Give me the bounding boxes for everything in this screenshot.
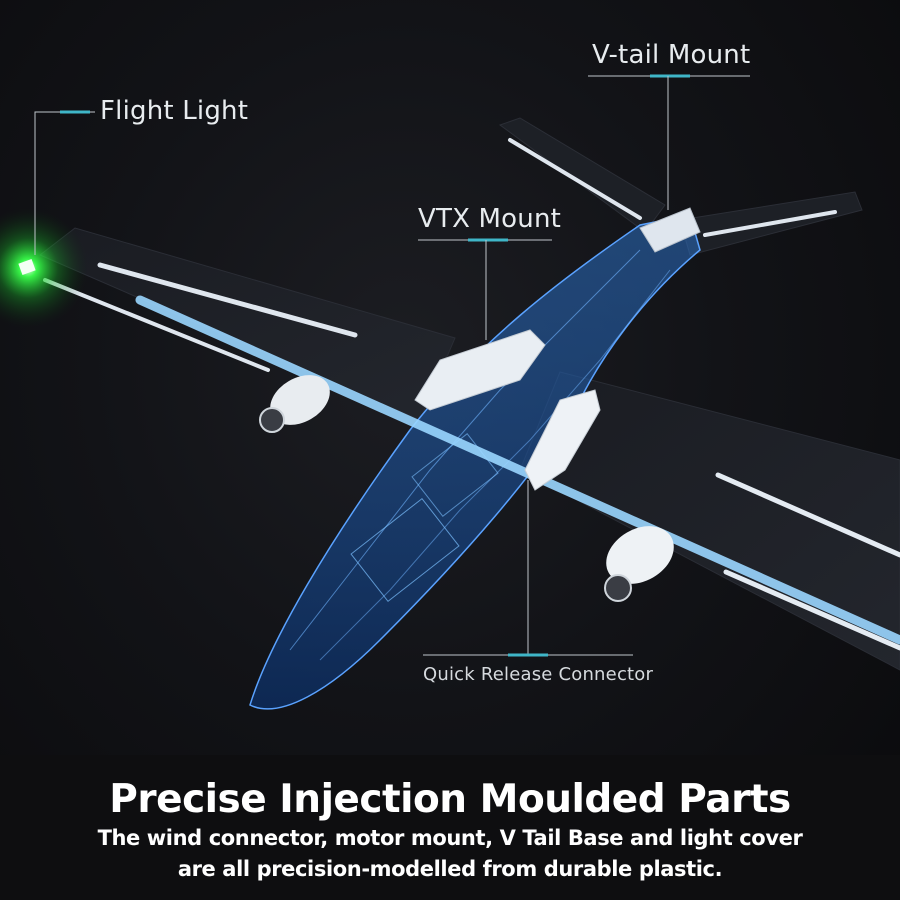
left-tailplane [498, 117, 666, 233]
vtail-mount-part [639, 207, 701, 253]
callout-quick-release-leader [423, 480, 633, 657]
caption-banner: Precise Injection Moulded Parts The wind… [0, 755, 900, 900]
left-wing [39, 227, 456, 421]
callout-flight-light-leader [34, 110, 95, 255]
wing-strip [97, 262, 358, 338]
wing-strip [723, 569, 900, 651]
vtx-mount-label: VTX Mount [418, 204, 562, 234]
flight-light-label: Flight Light [100, 96, 249, 126]
description-line-2: are all precision-modelled from durable … [177, 857, 723, 881]
description-line-1: The wind connector, motor mount, V Tail … [97, 826, 803, 850]
wing-strip [715, 472, 900, 558]
wing-spar [135, 295, 900, 645]
tail-strip [508, 138, 642, 220]
battery-bay [350, 497, 460, 603]
fuselage-frame [289, 249, 641, 651]
wing-strip [43, 278, 270, 372]
flight-light-cover [18, 258, 36, 276]
right-motor [604, 526, 674, 602]
headline: Precise Injection Moulded Parts [109, 777, 791, 822]
quick-release-label: Quick Release Connector [423, 664, 654, 685]
left-motor [259, 375, 330, 433]
callout-vtx-leader [418, 238, 552, 340]
quick-release-part [524, 389, 601, 491]
vtx-mount-part [414, 329, 546, 411]
flight-light-glow [0, 208, 88, 328]
vtail-mount-label: V-tail Mount [592, 40, 751, 70]
callout-vtail-leader [588, 74, 750, 210]
fuselage [249, 214, 701, 710]
aircraft-illustration [0, 74, 900, 710]
tail-strip [703, 210, 837, 237]
